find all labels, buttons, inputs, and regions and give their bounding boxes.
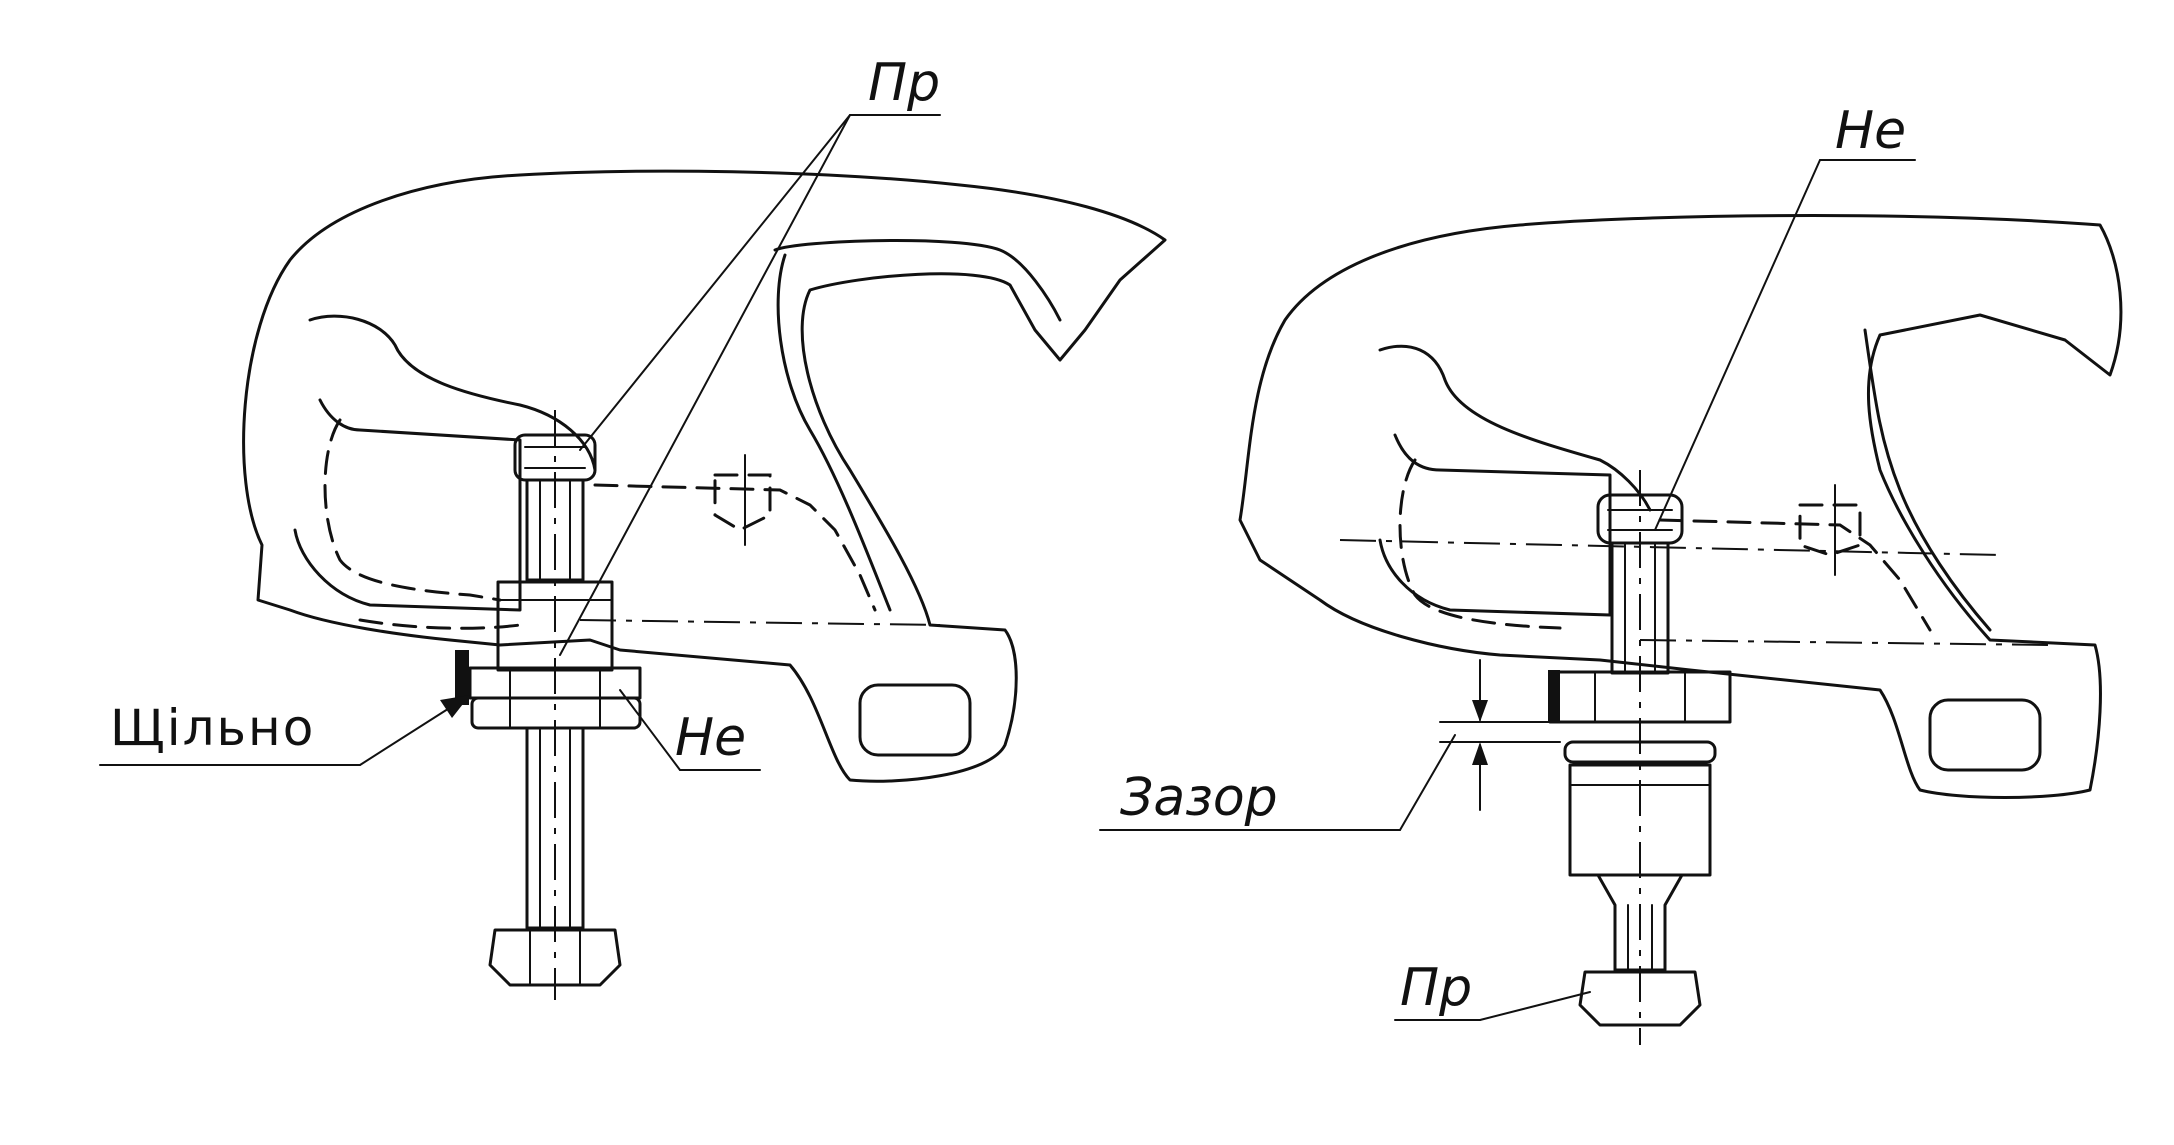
right-hidden-line-1 xyxy=(1398,458,1562,630)
left-inner-frame xyxy=(293,398,522,612)
left-hidden-line-3 xyxy=(593,483,877,612)
left-hidden-line-2 xyxy=(358,618,522,630)
right-label-gap: Зазор xyxy=(1120,768,1278,828)
right-pocket xyxy=(1378,344,1652,512)
right-hook-cavity xyxy=(1863,328,1992,632)
left-hook-cavity xyxy=(773,239,1062,322)
left-label-right: Не xyxy=(675,708,746,768)
left-leader-top-1 xyxy=(579,114,851,451)
left-casting-outline xyxy=(242,169,1167,783)
right-leader-bottom xyxy=(1479,991,1591,1021)
left-leader-top-2 xyxy=(559,114,851,656)
left-view: Пр Щільно Не xyxy=(99,53,1167,1000)
left-pocket xyxy=(308,314,597,472)
right-bolt xyxy=(1548,470,1732,1045)
left-label-left: Щільно xyxy=(110,699,315,757)
left-arrow-head xyxy=(440,695,470,718)
left-centerline-horizontal xyxy=(579,619,941,626)
right-leader-gap xyxy=(1399,734,1456,831)
right-casting-outline xyxy=(1238,214,2123,799)
right-inner-frame xyxy=(1378,433,1612,617)
right-leader-top xyxy=(1654,159,1821,531)
right-slot xyxy=(1928,698,2042,772)
left-hook-rib xyxy=(776,253,892,612)
left-leader-left xyxy=(359,699,463,766)
left-label-top: Пр xyxy=(868,53,940,113)
left-leader-right xyxy=(619,689,681,771)
left-hidden-line-1 xyxy=(323,418,502,602)
left-slot xyxy=(858,683,972,757)
right-label-bottom: Пр xyxy=(1400,958,1472,1018)
left-contact-mark xyxy=(455,650,469,705)
right-centerline-horizontal xyxy=(1639,639,2051,646)
right-hidden-pin xyxy=(1798,503,1862,557)
right-view: Не Зазор Пр xyxy=(1099,101,2123,1045)
right-gap-arrowhead-top xyxy=(1472,700,1488,722)
right-centerline-upper xyxy=(1339,539,2001,556)
left-hidden-pin xyxy=(713,473,772,532)
left-bolt xyxy=(468,410,642,1000)
right-gap-arrowhead-bottom xyxy=(1472,742,1488,765)
right-contact-mark xyxy=(1548,670,1560,722)
right-hidden-line-2 xyxy=(1658,518,1932,632)
right-label-top: Не xyxy=(1835,101,1906,161)
